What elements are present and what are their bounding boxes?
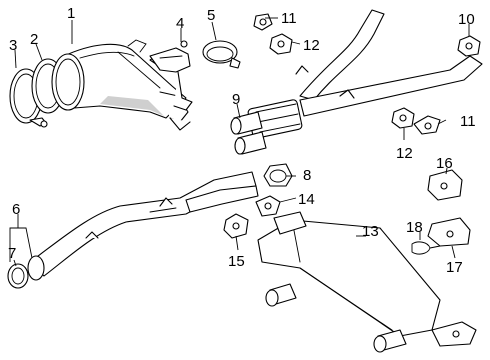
callout-11-top: 11: [281, 10, 297, 27]
bracket-part-4: [149, 40, 193, 111]
callout-1: 1: [67, 5, 75, 22]
callout-15: 15: [228, 253, 245, 270]
callout-7: 7: [8, 245, 16, 262]
rear-muffler-part-13: [257, 211, 477, 353]
hanger-part-14: [255, 195, 281, 217]
callout-5: 5: [207, 7, 215, 24]
clamp-part-7: [7, 263, 29, 289]
hanger-part-11-right: [413, 115, 441, 135]
callout-12-right: 12: [396, 145, 413, 162]
rubber-mount-part-12-right: [391, 107, 415, 129]
callout-10: 10: [458, 11, 475, 28]
catalytic-converter-part-1: [51, 39, 191, 131]
heat-shield-part-17: [427, 217, 471, 247]
callout-16: 16: [436, 155, 453, 172]
callout-3: 3: [9, 37, 17, 54]
callout-6: 6: [12, 201, 20, 218]
callout-14: 14: [298, 191, 315, 208]
callout-9: 9: [232, 91, 240, 108]
callout-18: 18: [406, 219, 423, 236]
callout-13: 13: [362, 223, 379, 240]
spring-clip-part-18: [411, 241, 441, 255]
rubber-mount-part-10: [457, 35, 481, 57]
band-clamp-part-5: [202, 40, 241, 69]
rubber-mount-part-12-top: [269, 33, 293, 55]
callout-12-top: 12: [303, 37, 320, 54]
hanger-part-11-top: [253, 13, 273, 31]
intermediate-pipe-part-9: [230, 9, 483, 155]
callout-8: 8: [303, 167, 311, 184]
callout-17: 17: [446, 259, 463, 276]
clamp-part-8: [263, 163, 293, 187]
front-pipe-part-6: [27, 171, 259, 281]
callouts: 1 2 3 4 5 11 12 10 9 11 12 16 8 14 6 13 …: [8, 5, 476, 276]
sensor-bracket-part-16: [427, 169, 463, 201]
callout-11-right: 11: [460, 113, 476, 130]
leader-lines: [9, 17, 470, 267]
rubber-mount-part-15: [223, 213, 249, 239]
callout-4: 4: [176, 15, 184, 32]
callout-2: 2: [30, 31, 38, 48]
